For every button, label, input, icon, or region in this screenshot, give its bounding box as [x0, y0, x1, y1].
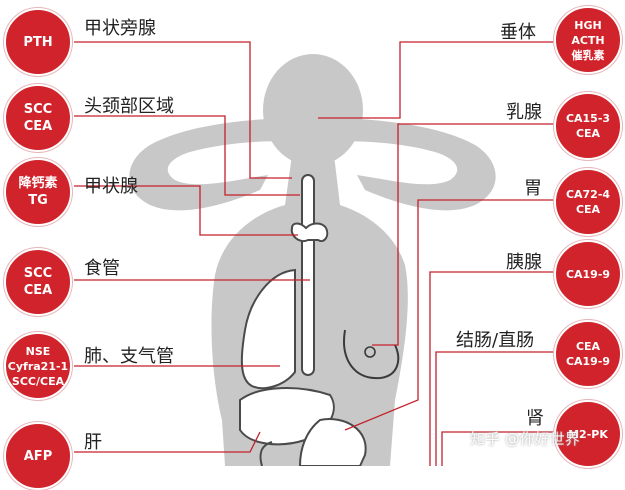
line-kidney — [441, 431, 554, 466]
marker-text: CA19-9 — [565, 267, 611, 281]
line-parathyroid — [74, 41, 292, 179]
line-pituitary — [318, 41, 554, 119]
marker-text: HGH — [574, 18, 602, 32]
marker-text: TG — [28, 193, 48, 208]
marker-badge-breast: CA15-3 CEA — [554, 92, 622, 160]
thyroid — [290, 222, 329, 242]
marker-text: CA15-3 — [565, 112, 611, 125]
marker-text: CA19-9 — [565, 355, 611, 368]
marker-text: CEA — [575, 127, 601, 140]
marker-text: SCC — [23, 102, 53, 117]
right-arm — [325, 118, 496, 211]
organ-label-thyroid: 甲状腺 — [84, 176, 138, 197]
line-liver — [74, 431, 261, 453]
marker-text: CEA — [575, 203, 601, 216]
organ-label-liver: 肝 — [84, 432, 102, 453]
esophagus — [301, 174, 315, 376]
marker-text: AFP — [23, 448, 53, 464]
marker-text: 降钙素 — [18, 176, 58, 191]
marker-text: ACTH — [571, 33, 605, 47]
line-pancreas — [429, 271, 554, 466]
lung — [240, 268, 296, 390]
organ-label-parathyroid: 甲状旁腺 — [84, 18, 156, 39]
watermark: 知乎 @你好世界 — [470, 430, 580, 448]
organ-label-breast: 乳腺 — [506, 102, 542, 123]
marker-badge-pancreas: CA19-9 — [554, 240, 622, 308]
marker-badge-colon: CEA CA19-9 — [554, 320, 622, 388]
organ-label-lung: 肺、支气管 — [84, 346, 174, 367]
marker-text: SCC/CEA — [11, 374, 65, 388]
marker-text: CEA — [575, 340, 601, 353]
line-breast — [372, 123, 554, 346]
marker-text: PTH — [23, 34, 53, 50]
marker-badge-pituitary: HGH ACTH 催乳素 — [554, 6, 622, 74]
organ-label-stomach: 胃 — [524, 178, 542, 199]
marker-badge-kidney: M2-PK — [554, 400, 622, 468]
marker-text: Cyfra21-1 — [7, 359, 69, 373]
head — [263, 54, 363, 166]
nipple — [364, 346, 376, 358]
organ-label-kidney: 肾 — [526, 408, 544, 429]
marker-badge-lung: NSE Cyfra21-1 SCC/CEA — [4, 332, 72, 400]
line-stomach — [344, 199, 554, 431]
marker-text: NSE — [25, 344, 51, 358]
organ-label-pancreas: 胰腺 — [506, 252, 542, 273]
marker-badge-stomach: CA72-4 CEA — [554, 168, 622, 236]
stomach — [298, 418, 367, 466]
marker-text: CEA — [23, 119, 53, 134]
marker-text: 催乳素 — [571, 48, 605, 62]
organ-label-head-neck: 头颈部区域 — [84, 96, 174, 117]
marker-badge-parathyroid: PTH — [4, 8, 72, 76]
marker-text: SCC — [23, 266, 53, 281]
left-arm — [129, 118, 300, 211]
breast-outline — [343, 329, 400, 380]
line-colon — [435, 351, 554, 466]
anatomy-figure — [74, 41, 554, 466]
marker-text: M2-PK — [568, 427, 608, 441]
marker-badge-thyroid: 降钙素 TG — [4, 158, 72, 226]
organ-label-colon: 结肠/直肠 — [456, 330, 535, 351]
colon-hint — [259, 441, 273, 466]
line-head-neck — [74, 115, 300, 196]
marker-badge-head-neck: SCC CEA — [4, 84, 72, 152]
organ-label-pituitary: 垂体 — [500, 22, 536, 43]
marker-badge-esophagus: SCC CEA — [4, 248, 72, 316]
marker-text: CEA — [23, 283, 53, 298]
marker-badge-liver: AFP — [4, 422, 72, 490]
organ-label-esophagus: 食管 — [84, 258, 120, 279]
marker-text: CA72-4 — [565, 188, 611, 201]
line-thyroid — [74, 185, 298, 236]
